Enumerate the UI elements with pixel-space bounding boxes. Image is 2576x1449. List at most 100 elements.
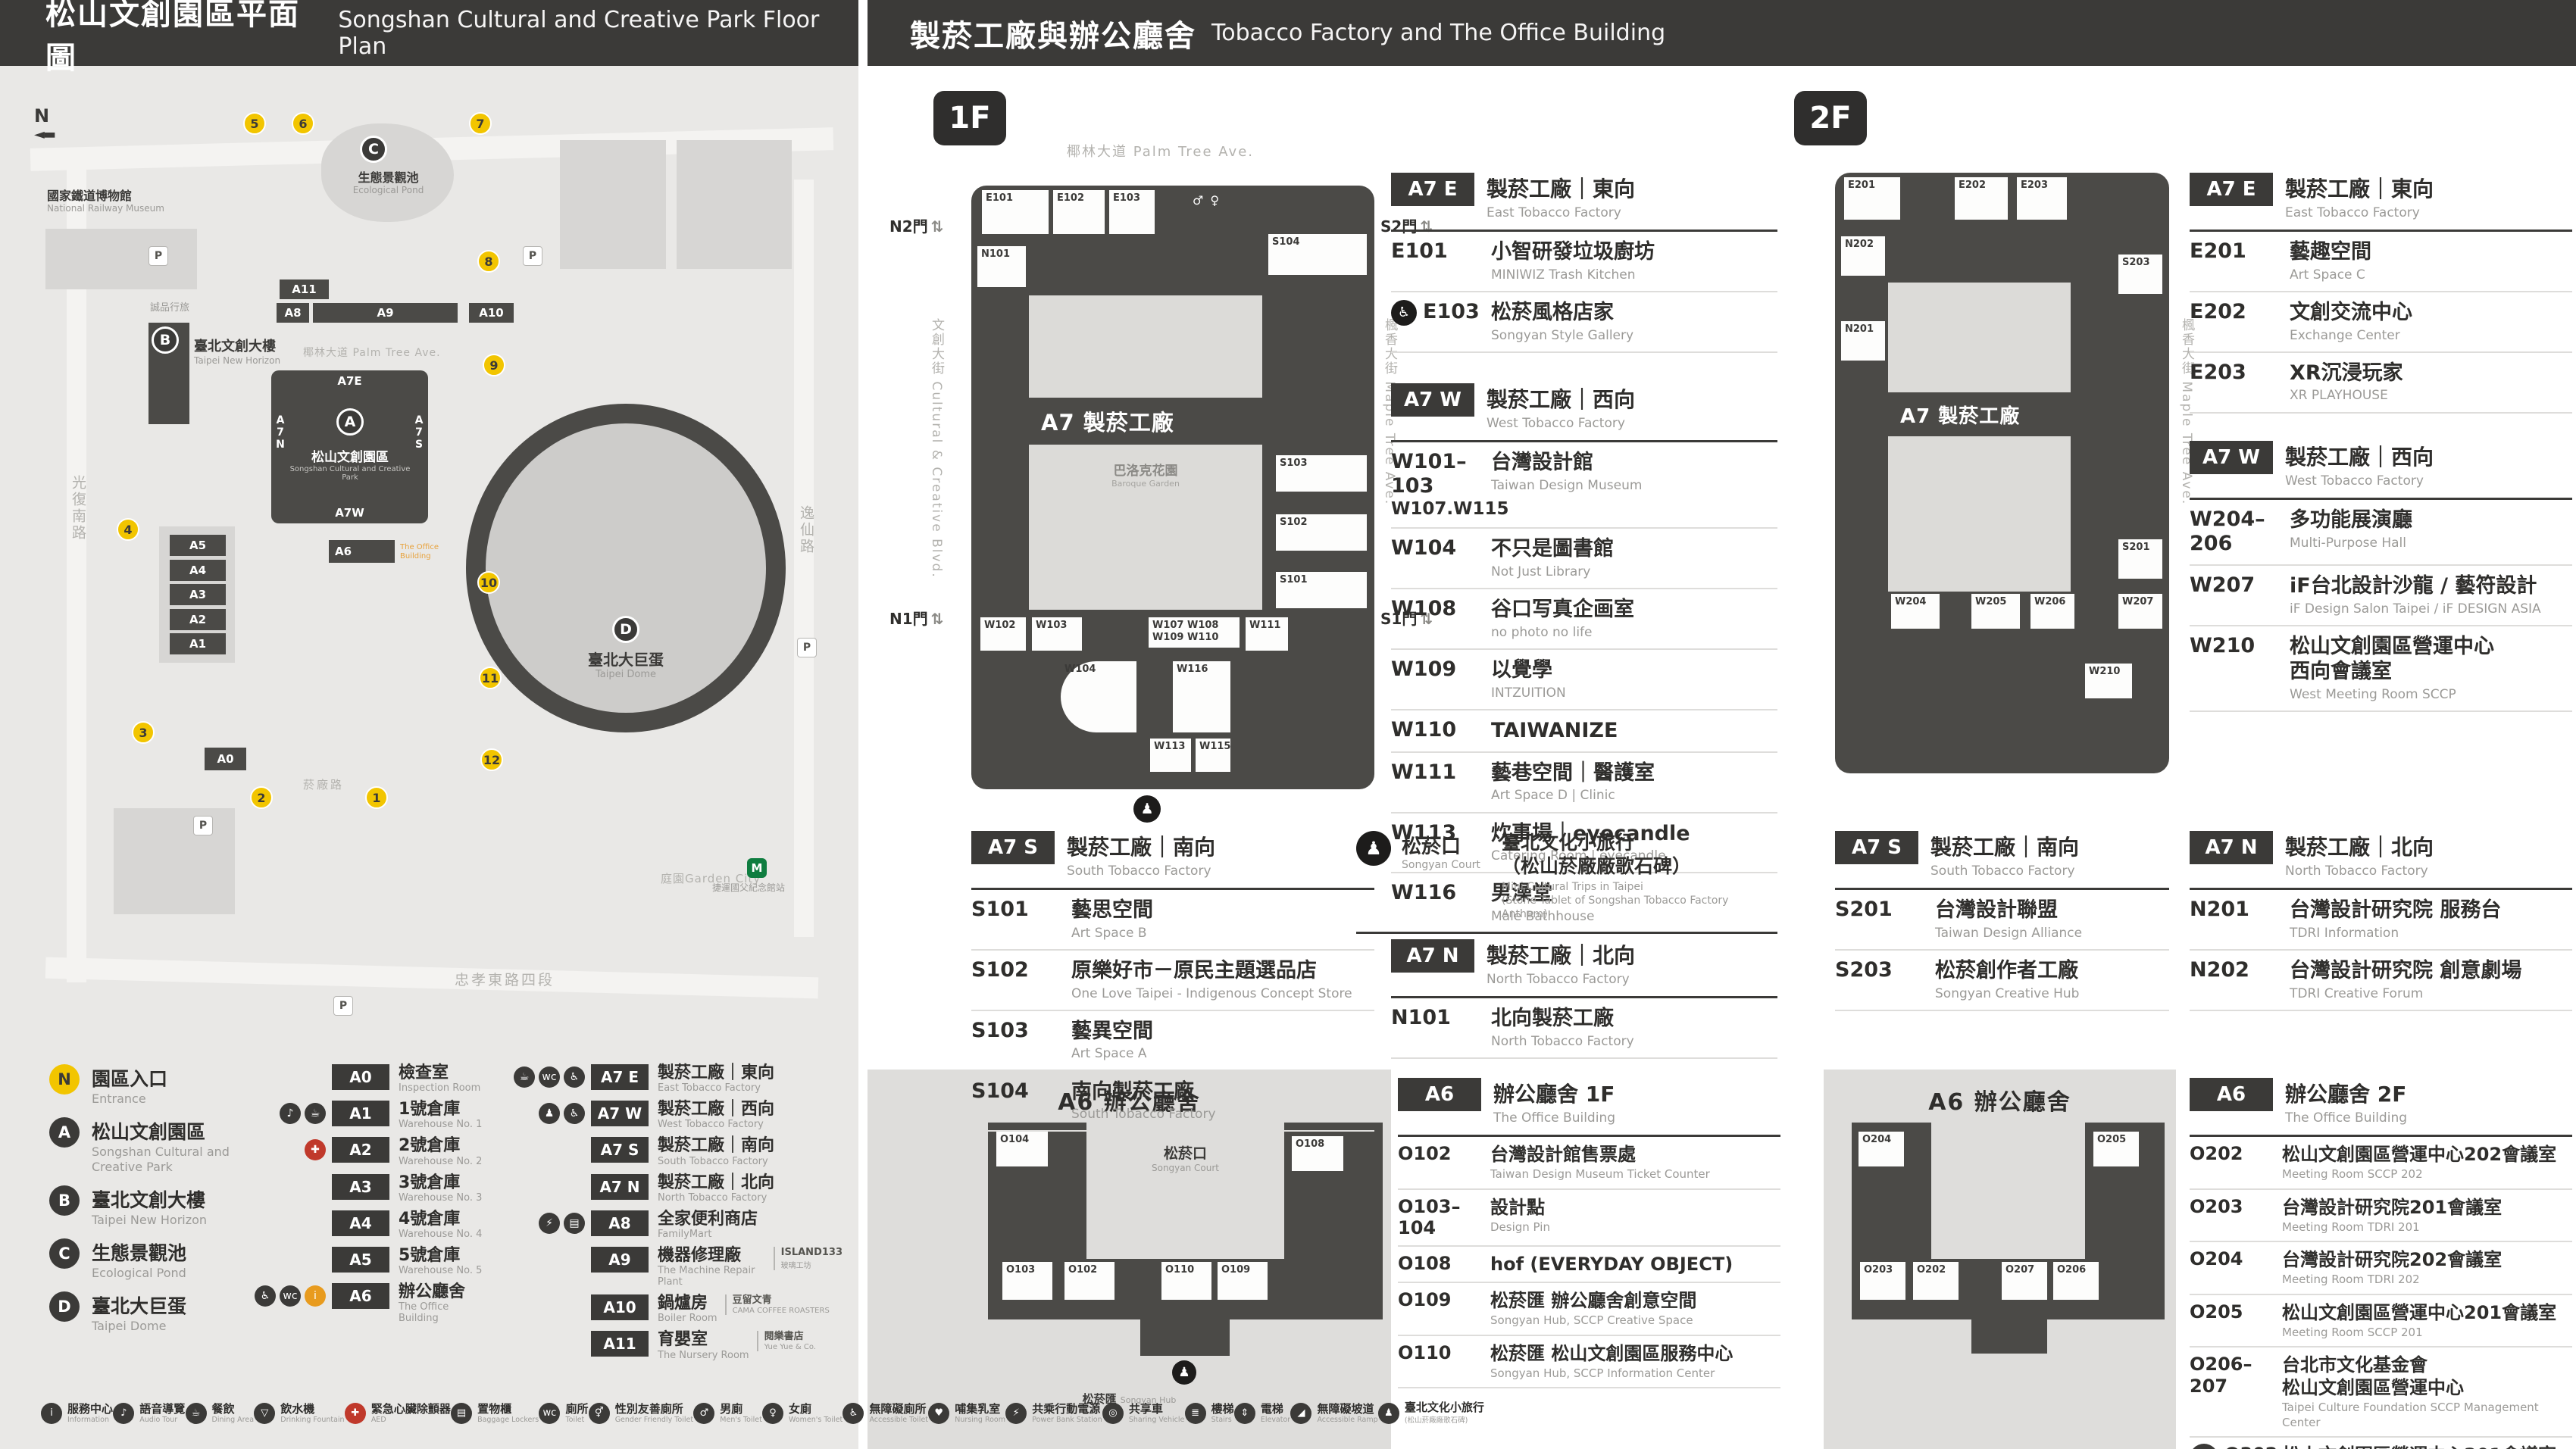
- gate-arrow-icon: ⇅: [1420, 610, 1433, 628]
- section-title-zh: 製菸工廠｜南向: [1930, 835, 2080, 860]
- room: W210: [2085, 664, 2132, 698]
- room-list: N201 台灣設計研究院 服務台 TDRI Information N202 台…: [2190, 890, 2572, 1011]
- maple-tree-ave-label: 楓香大街 Maple Tree Ave.: [1382, 318, 1397, 506]
- building-code-badge: A1: [332, 1101, 389, 1127]
- pond-label: 生態景觀池 Ecological Pond: [352, 170, 424, 196]
- parking-icon: P: [148, 246, 168, 266]
- entrance-marker: 2: [250, 786, 273, 809]
- room-list-item: W108 谷口写真企画室 no photo no life: [1391, 589, 1777, 651]
- room-list-item: S103 藝異空間 Art Space A: [971, 1011, 1374, 1072]
- building-code-badge: A4: [332, 1210, 389, 1236]
- gate-arrow-icon: ⇅: [930, 610, 944, 628]
- section-a6-1f: A6 辦公廳舍 1F The Office Building O102 台灣設計…: [1398, 1078, 1780, 1389]
- building-bar: A0: [205, 748, 246, 770]
- building-code-badge: A10: [591, 1294, 649, 1321]
- section-title-en: East Tobacco Factory: [1487, 205, 1621, 220]
- section-title-zh: 製菸工廠｜北向: [1487, 943, 1636, 968]
- ecological-pond-shape: [321, 123, 454, 222]
- amenity-icon: ♿: [843, 1402, 864, 1424]
- amenity-icon: ◢: [1290, 1402, 1312, 1424]
- a6-2f-plan-title: A6 辦公廳舍: [1928, 1089, 2071, 1116]
- building-code-badge: A6: [332, 1283, 389, 1310]
- room-list-item: W207 iF台北設計沙龍 / 藝符設計 iF Design Salon Tai…: [2190, 566, 2572, 626]
- a6-room: O202: [1913, 1262, 1959, 1300]
- building-code-badge: A7 E: [591, 1064, 649, 1090]
- room-list-item: E203 XR沉浸玩家 XR PLAYHOUSE: [2190, 353, 2572, 414]
- room: W103: [1032, 617, 1082, 651]
- section-title-en: The Office Building: [2285, 1110, 2408, 1126]
- legend-building-row: ✚ A2 2號倉庫 Warehouse No. 2: [250, 1137, 500, 1167]
- amenity-icons: ✚: [250, 1137, 326, 1161]
- pond-pin: C: [360, 136, 387, 163]
- amenity-icon: ✚: [344, 1402, 366, 1424]
- landmark-badge: N: [49, 1064, 80, 1095]
- amenity-icons: [250, 1247, 326, 1249]
- amenity-legend-item: i 服務中心 Information: [41, 1402, 113, 1424]
- map-block: [560, 140, 666, 269]
- room-list: N101 北向製菸工廠 North Tobacco Factory: [1391, 998, 1777, 1059]
- a6-room: O109: [1218, 1262, 1268, 1300]
- legend-buildings-a7-a11: ☕wc♿ A7 E 製菸工廠｜東向 East Tobacco Factory ♟…: [509, 1063, 843, 1368]
- amenity-icons: [250, 1210, 326, 1213]
- legend-building-row: ♪☕ A1 1號倉庫 Warehouse No. 1: [250, 1100, 500, 1130]
- legend-building-row: A10 鍋爐房 Boiler Room 豆留文青 CAMA COFFEE ROA…: [509, 1294, 843, 1324]
- amenity-icons: [509, 1294, 585, 1297]
- a6-2f-stub: [1971, 1319, 2047, 1354]
- room: S102: [1276, 514, 1367, 551]
- legend-building-row: ♟♿ A7 W 製菸工廠｜西向 West Tobacco Factory: [509, 1100, 843, 1130]
- sccp-pin: A: [336, 408, 364, 436]
- building-code-badge: A3: [332, 1173, 389, 1200]
- room: W111: [1246, 617, 1288, 651]
- road-zhongxiao: [45, 957, 819, 999]
- section-title-en: South Tobacco Factory: [1067, 863, 1211, 879]
- amenity-icons: [250, 1064, 326, 1066]
- cultural-creative-blvd-label: 文創大街 Cultural & Creative Blvd.: [929, 318, 944, 579]
- room-list-item: S101 藝思空間 Art Space B: [971, 890, 1374, 951]
- a7-floorplan-1f: A7 製菸工廠 巴洛克花園 Baroque Garden ♂ ♀ E101 E1…: [889, 186, 1433, 789]
- legend-building-row: A7 S 製菸工廠｜南向 South Tobacco Factory: [509, 1137, 843, 1167]
- section-a7s-1f: A7 S 製菸工廠｜南向 South Tobacco Factory S101 …: [971, 831, 1374, 1132]
- room-list-item: W113 炊事場｜eyecandle Catering Room | eyeca…: [1391, 814, 1777, 874]
- room-list-item: N201 台灣設計研究院 服務台 TDRI Information: [2190, 890, 2572, 951]
- section-code-badge: A7 S: [971, 831, 1055, 864]
- floor-badge-small: 3F: [2190, 1444, 2218, 1449]
- amenity-icons: [509, 1247, 585, 1249]
- building-code-badge: A2: [332, 1137, 389, 1163]
- amenity-icon: ♀: [762, 1402, 784, 1424]
- section-title-en: South Tobacco Factory: [1930, 863, 2075, 879]
- entrance-marker: 8: [477, 250, 500, 273]
- room-list: O202 松山文創園區營運中心202會議室 Meeting Room SCCP …: [2190, 1137, 2572, 1449]
- section-title-zh: 製菸工廠｜北向: [2285, 835, 2434, 860]
- room: W104: [1061, 661, 1136, 732]
- room: S103: [1276, 455, 1367, 492]
- legend-building-row: A4 4號倉庫 Warehouse No. 4: [250, 1210, 500, 1240]
- landmark-badge: B: [49, 1185, 80, 1216]
- section-title-zh: 製菸工廠｜東向: [2285, 176, 2434, 201]
- room-list-item: O205 松山文創園區營運中心201會議室 Meeting Room SCCP …: [2190, 1295, 2572, 1348]
- room-list-item: O108 hof (EVERYDAY OBJECT): [1398, 1247, 1780, 1284]
- gate-label: N1門⇅: [889, 610, 944, 628]
- a6-room: O110: [1161, 1262, 1211, 1300]
- room-list-item: O110 松菸匯 松山文創園區服務中心 Songyan Hub, SCCP In…: [1398, 1336, 1780, 1389]
- section-code-badge: A7 N: [2190, 831, 2273, 864]
- amenity-icons: ♟♿: [509, 1101, 585, 1125]
- legend-building-row: A0 檢查室 Inspection Room: [250, 1063, 500, 1094]
- a6-room: O108: [1292, 1136, 1343, 1171]
- room: W204: [1891, 594, 1940, 629]
- section-title-zh: 製菸工廠｜西向: [2285, 445, 2434, 470]
- gate-arrow-icon: ⇅: [930, 217, 944, 236]
- amenity-icon: i: [41, 1402, 62, 1424]
- room-list-item: O204 台灣設計研究院202會議室 Meeting Room TDRI 202: [2190, 1242, 2572, 1295]
- room-list: S201 台灣設計聯盟 Taiwan Design Alliance S203 …: [1835, 890, 2169, 1011]
- railway-museum-label: 國家鐵道博物館 National Railway Museum: [47, 189, 164, 214]
- a6-room: O204: [1859, 1132, 1904, 1166]
- building-bar: A2: [170, 609, 226, 630]
- room-list-item: W104 不只是圖書館 Not Just Library: [1391, 529, 1777, 590]
- a7w-wing-label: A7W: [335, 506, 364, 520]
- floor-badge-1f: 1F: [933, 91, 1006, 145]
- amenity-icon: ⇕: [1233, 1402, 1255, 1424]
- legend-landmark-row: A 松山文創園區 Songshan Cultural and Creative …: [49, 1117, 281, 1175]
- courtyard: [1029, 295, 1262, 610]
- building-bar: A10: [469, 303, 514, 323]
